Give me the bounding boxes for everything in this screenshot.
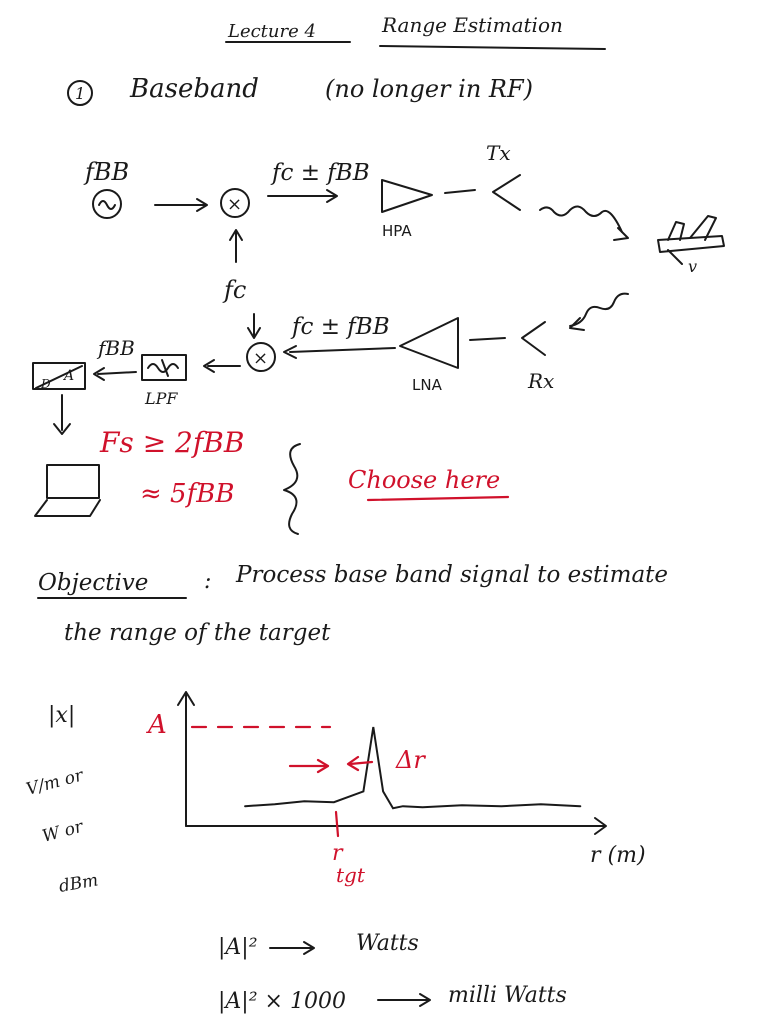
rx-arrow-3-head — [93, 367, 105, 381]
rx-mixer-circle — [246, 342, 276, 372]
units-mw-lhs: |A|² × 1000 — [218, 989, 346, 1014]
lpf-slash — [161, 359, 169, 377]
units-mw-arrowhead — [419, 993, 431, 1007]
delta-r-label: Δr — [395, 746, 426, 774]
target-range-tick — [334, 810, 340, 838]
tx-wave-arrowhead — [613, 227, 629, 241]
section-heading: Baseband — [129, 74, 259, 104]
tx-mixer-output: fc ± fBB — [270, 160, 370, 186]
lecture-number: Lecture 4 — [227, 21, 316, 42]
plot-x-label: r (m) — [590, 843, 646, 868]
tx-source-label: fBB — [83, 158, 129, 186]
aircraft-target-icon — [657, 215, 725, 265]
units-watts-rhs: Watts — [356, 931, 419, 956]
tx-wave-path — [539, 205, 623, 233]
adc-to-laptop-arrowhead — [53, 423, 71, 435]
choose-here-note: Choose here — [348, 466, 500, 494]
lpf-wave-icon — [147, 363, 179, 373]
rx-mixer-symbol: × — [253, 348, 268, 369]
tx-antenna-icon — [492, 174, 521, 211]
delta-r-right-arrow — [348, 760, 374, 766]
plot-y-unit-1: V/m or — [24, 765, 86, 800]
hpa-triangle-icon — [381, 179, 433, 213]
sampling-choice: ≈ 5fBB — [140, 479, 234, 509]
objective-label: Objective — [38, 570, 148, 596]
rx-mixer-input: fc ± fBB — [290, 314, 390, 340]
rx-antenna-icon — [521, 321, 546, 356]
units-watts-lhs: |A|² — [218, 935, 258, 960]
carrier-arrow-up-head — [229, 229, 243, 241]
section-number-circle — [67, 80, 93, 106]
tx-mixer-circle — [220, 188, 250, 218]
objective-text-1: Process base band signal to estimate — [235, 562, 668, 588]
range-profile-plot: |x| V/m or W or dBm A Δr r tgt r (m) — [24, 691, 646, 897]
lpf-box — [141, 354, 187, 381]
range-profile-series — [244, 726, 582, 810]
carrier-label: fc — [222, 276, 246, 304]
rx-wave-path — [569, 292, 629, 327]
rx-arrow-2-head — [203, 359, 215, 373]
lna-label: LNA — [412, 376, 443, 394]
rx-antenna-label: Rx — [527, 369, 554, 393]
oscillator-wave-icon — [98, 200, 116, 210]
adc-diagonal — [35, 365, 83, 389]
objective-text-2: the range of the target — [64, 620, 331, 646]
rx-output-label: fBB — [96, 336, 135, 360]
sampling-brace — [283, 443, 301, 535]
rx-arrow-1 — [289, 347, 396, 353]
objective-colon: : — [204, 569, 211, 594]
target-velocity-label: v — [688, 257, 697, 276]
plot-x-axis-arrowhead — [594, 817, 607, 835]
plot-y-axis-arrowhead — [177, 691, 195, 706]
tx-mixer-symbol: × — [227, 194, 242, 215]
units-watts-arrowhead — [303, 941, 315, 955]
hpa-to-antenna-line — [444, 189, 476, 194]
units-mw-rhs: milli Watts — [448, 983, 567, 1008]
adc-top-label: A — [62, 368, 74, 384]
section-number: 1 — [75, 84, 85, 103]
tx-arrow-2-head — [326, 189, 338, 203]
tx-arrow-1-head — [196, 198, 208, 212]
sampling-rule: Fs ≥ 2fBB — [99, 426, 244, 459]
lna-triangle-icon — [399, 317, 459, 369]
rx-wave-arrowhead — [569, 317, 585, 331]
target-range-label-2: tgt — [336, 863, 366, 887]
target-range-label-1: r — [332, 841, 344, 866]
tx-antenna-label: Tx — [486, 141, 511, 165]
adc-box — [32, 362, 86, 390]
plot-peak-label: A — [146, 710, 167, 740]
rx-arrow-1-head — [283, 345, 297, 359]
carrier-arrow-down-head — [247, 327, 261, 339]
title-underline — [379, 45, 606, 50]
plot-y-label: |x| — [48, 703, 75, 728]
section-note: (no longer in RF) — [325, 75, 533, 103]
delta-r-left-arrowhead — [316, 758, 330, 774]
adc-bottom-label: D — [40, 377, 51, 391]
laptop-icon — [34, 464, 101, 517]
antenna-to-lna-line — [469, 337, 506, 341]
choose-here-underline — [366, 495, 510, 502]
page-title: Range Estimation — [381, 13, 563, 37]
delta-r-right-arrowhead — [346, 755, 360, 772]
rx-arrow-3 — [97, 371, 137, 375]
hpa-label: HPA — [382, 222, 412, 240]
lpf-label: LPF — [144, 389, 178, 408]
plot-y-unit-3: dBm — [57, 870, 99, 897]
oscillator-circle — [92, 189, 122, 219]
plot-y-unit-2: W or — [40, 817, 86, 847]
